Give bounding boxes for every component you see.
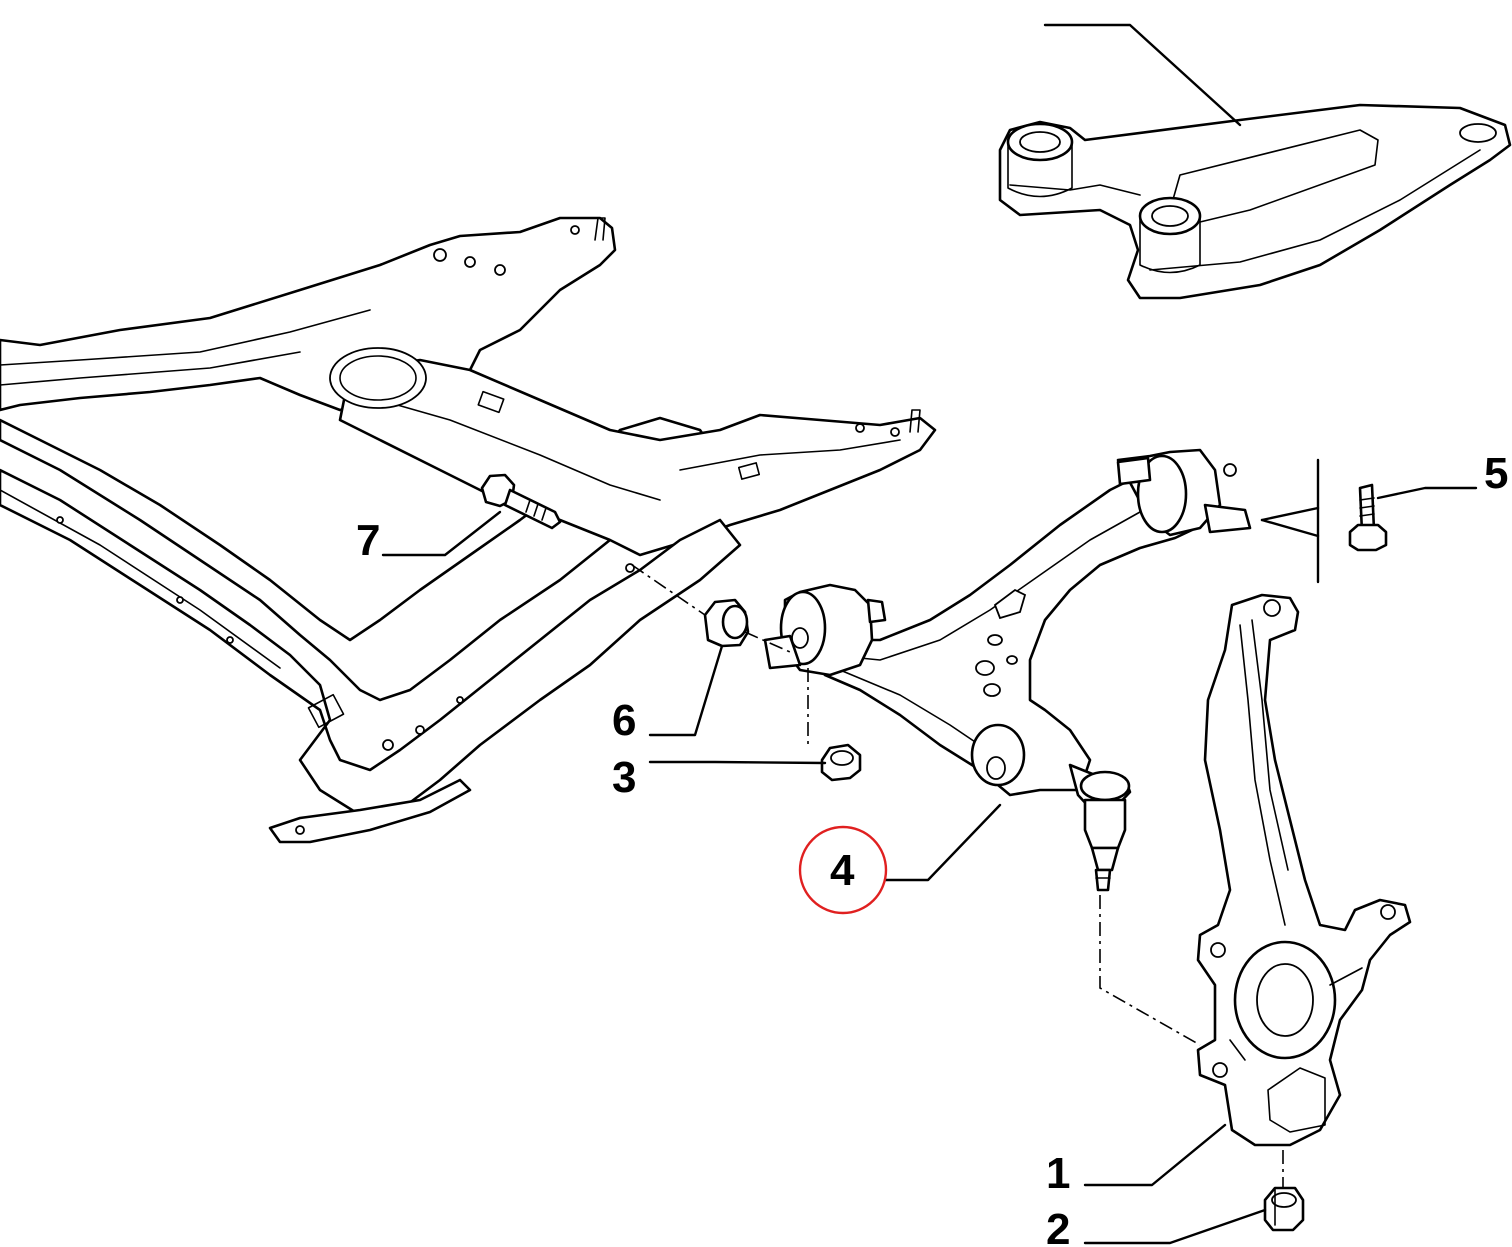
callout-7: 7: [356, 516, 380, 565]
bolt-item-5: [1348, 483, 1388, 552]
bolt-item-7: [480, 473, 562, 530]
leader-1: [1083, 1123, 1227, 1187]
leader-3: [648, 760, 827, 765]
bushing-spacer-item-6: [703, 598, 750, 648]
nut-item-3: [820, 743, 862, 782]
leader-6: [648, 644, 724, 737]
callout-5: 5: [1484, 449, 1508, 498]
leader-top: [1043, 23, 1242, 127]
leader-7: [381, 510, 502, 557]
nut-item-2: [1263, 1186, 1305, 1232]
leader-lines: [381, 23, 1478, 1245]
subframe-crossmember: [0, 216, 937, 844]
group-bracket-item-5: [1260, 458, 1320, 584]
leader-2: [1083, 1208, 1267, 1245]
leader-4: [883, 803, 1002, 882]
callout-6: 6: [612, 696, 636, 745]
highlight-circle-callout-4: [798, 825, 888, 915]
callout-2: 2: [1046, 1205, 1070, 1247]
mounting-bracket: [998, 103, 1512, 300]
callout-1: 1: [1046, 1149, 1070, 1198]
leader-5: [1376, 486, 1478, 500]
lower-control-arm: [763, 448, 1252, 892]
assembly-lines: [631, 564, 1284, 1188]
callouts: 1 2 3 4 5 6 7: [356, 449, 1508, 1247]
callout-4: 4: [830, 846, 855, 895]
callout-3: 3: [612, 753, 636, 802]
steering-knuckle: [1196, 593, 1412, 1147]
